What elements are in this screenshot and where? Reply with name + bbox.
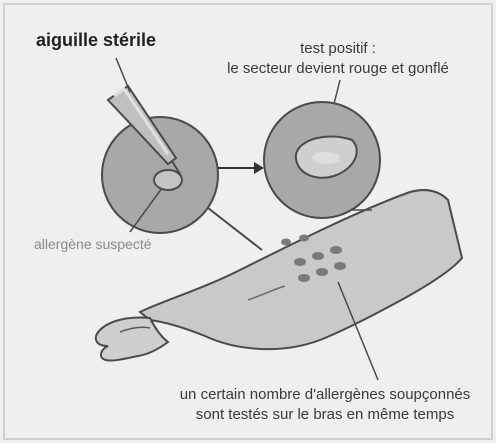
bottom-caption-line2: sont testés sur le bras en même temps: [160, 406, 490, 423]
arrow-right-icon: [218, 162, 264, 174]
positive-test-label-line2: le secteur devient rouge et gonflé: [188, 60, 488, 77]
positive-test-label-line1: test positif :: [188, 40, 488, 57]
allergen-label: allergène suspecté: [34, 236, 152, 252]
allergen-drop: [154, 170, 182, 190]
bottom-caption-line1: un certain nombre d'allergènes soupçonné…: [160, 386, 490, 403]
needle-label: aiguille stérile: [36, 30, 156, 51]
hand-illustration: [96, 318, 168, 361]
